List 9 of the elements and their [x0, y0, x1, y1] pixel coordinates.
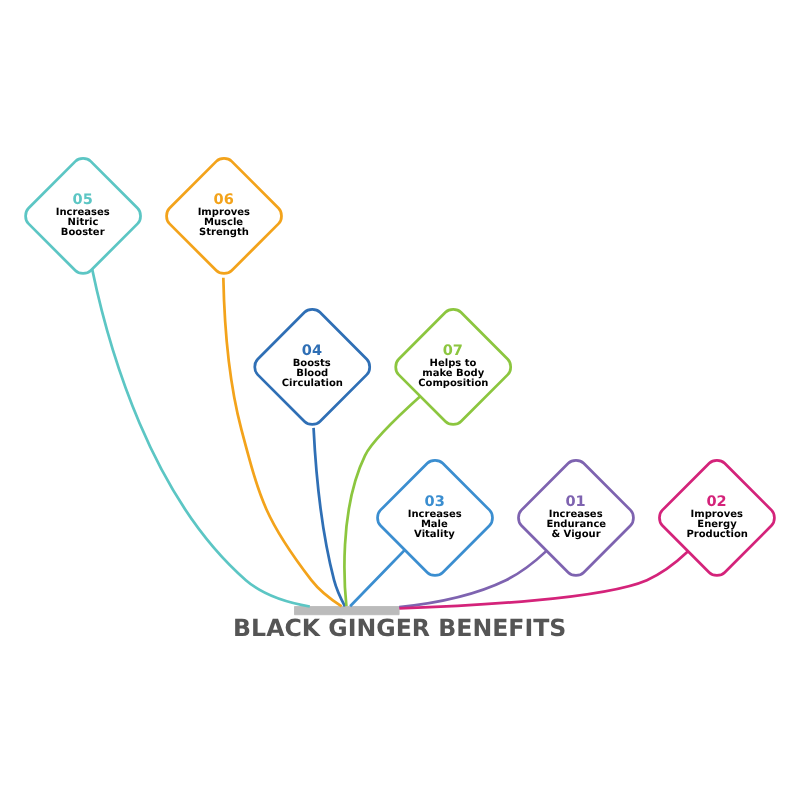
connector: [399, 549, 689, 609]
node-bar: [294, 605, 400, 615]
connector: [343, 394, 422, 606]
connector: [349, 548, 406, 607]
connector: [221, 276, 343, 607]
connector: [399, 548, 548, 608]
connector: [90, 268, 311, 607]
connector: [312, 426, 347, 606]
diagram-title: BLACK GINGER BENEFITS: [233, 613, 567, 642]
